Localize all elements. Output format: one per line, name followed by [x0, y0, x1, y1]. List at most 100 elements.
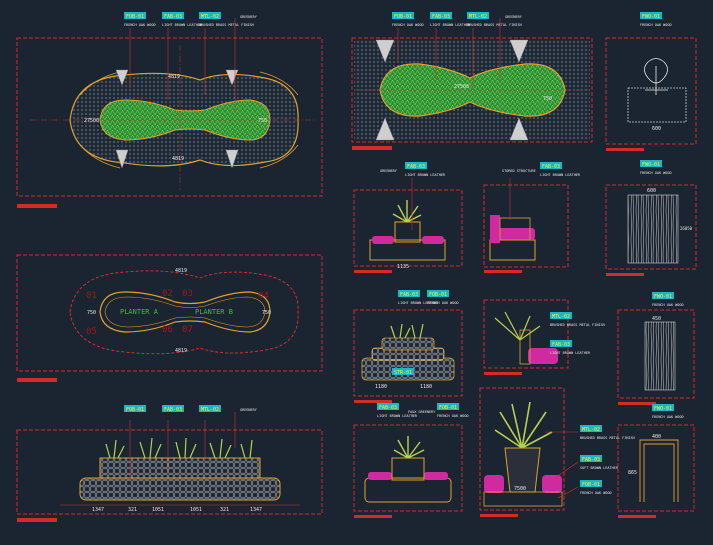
material-tag-label: FAB-03	[542, 164, 560, 170]
leather-cushion	[422, 236, 444, 244]
material-tag-label: FWO-01	[654, 294, 672, 300]
material-tag-label: FAB-03	[164, 14, 182, 20]
material-note: LIGHT BROWN LEATHER	[377, 414, 418, 418]
view-frame	[16, 429, 323, 515]
view-frame	[605, 184, 697, 270]
material-note: FAUX GREENERY	[408, 410, 436, 414]
dim-label: 600	[647, 188, 656, 194]
material-tag-label: MTL-02	[582, 427, 600, 433]
planter-box	[519, 329, 531, 365]
dim-label: 750	[262, 310, 271, 316]
drape-left-top	[115, 69, 129, 169]
view-top-plan: 4819 27500 750 4819 FOB-01 FRENCH OAK WO…	[16, 12, 323, 208]
material-note: GREENERY	[240, 408, 258, 412]
view-frame	[479, 387, 565, 511]
plant-symbol	[644, 58, 668, 95]
dim-label: 1135	[397, 264, 409, 270]
view-frame-elevation: FWO-01 FRENCH OAK WOOD 400 865	[617, 404, 695, 518]
leather-cushion	[528, 348, 558, 364]
dim-label: 750	[87, 310, 96, 316]
view-side-planter: MTL-02 BRUSHED BRASS METAL FINISH FAB-03…	[483, 299, 605, 375]
dim-label: 27500	[454, 84, 469, 90]
material-note: LIGHT BROWN LEATHER	[430, 23, 471, 27]
material-tag-label: MTL-02	[201, 14, 219, 20]
material-note: FRENCH OAK WOOD	[580, 491, 612, 495]
material-note: GREENERY	[380, 169, 398, 173]
dim-label: 750	[543, 96, 552, 102]
dim-label: 26050	[680, 226, 693, 231]
material-tag-group: FOB-01 FRENCH OAK WOOD FAB-03 LIGHT BROW…	[392, 12, 523, 88]
leather-cushion	[424, 472, 448, 480]
material-note: BRUSHED BRASS METAL FINISH	[580, 436, 635, 440]
material-tag-label: FWO-01	[642, 14, 660, 20]
material-tag-label: STR-01	[394, 370, 412, 376]
dim-label: 400	[652, 434, 661, 440]
planter-a-label: PLANTER A	[120, 308, 159, 316]
dim-label: 1347	[250, 507, 262, 513]
seat-base	[483, 491, 563, 507]
view-frame	[617, 309, 695, 399]
view-section-b: FAB-03 LIGHT BROWN LEATHER STORED STRUCT…	[483, 162, 581, 273]
material-tag-label: FOB-01	[439, 405, 457, 411]
leather-cushion	[542, 475, 562, 493]
dim-label: 750	[258, 118, 267, 124]
view-frame	[605, 37, 697, 145]
dim-label: 1180	[375, 384, 387, 390]
material-tag	[392, 368, 414, 375]
zone-number: 01	[86, 291, 97, 301]
material-tag-label: FWO-01	[654, 406, 672, 412]
material-note: BRUSHED BRASS METAL FINISH	[199, 23, 254, 27]
view-top-plan-textured: 27500 750 FOB-01 FRENCH OAK WOOD FAB-03 …	[351, 12, 593, 150]
material-note: FRENCH OAK WOOD	[640, 23, 672, 27]
view-frame	[353, 424, 463, 512]
view-section-a: 1135 GREENERY FAB-03 LIGHT BROWN LEATHER	[353, 162, 463, 273]
view-frame	[483, 184, 569, 268]
material-note: FRENCH OAK WOOD	[392, 23, 424, 27]
material-note: FRENCH OAK WOOD	[427, 301, 459, 305]
view-frame	[16, 37, 323, 197]
leather-back	[490, 215, 500, 243]
seat-base	[369, 239, 446, 261]
frame-outline	[639, 439, 679, 502]
view-frame	[351, 37, 593, 143]
dim-label: 1051	[152, 507, 164, 513]
dim-label: 450	[652, 316, 661, 322]
material-note: FRENCH OAK WOOD	[124, 23, 156, 27]
plant	[392, 200, 422, 223]
material-tag-label: FWO-01	[642, 162, 660, 168]
view-frame	[353, 189, 463, 267]
view-detail-corner: FWO-01 FRENCH OAK WOOD 600	[605, 12, 697, 151]
material-tag-label: FAB-03	[400, 292, 418, 298]
view-seat-planter-elevation: FAB-03 LIGHT BROWN LEATHER FAUX GREENERY…	[353, 403, 469, 518]
plant-row	[105, 437, 253, 459]
view-frame	[16, 254, 323, 372]
dim-label: 321	[128, 507, 137, 513]
zone-number: 07	[182, 325, 193, 335]
material-note: LIGHT BROWN LEATHER	[162, 23, 203, 27]
material-tag-label: FAB-03	[582, 457, 600, 463]
plant	[494, 401, 553, 449]
seat-base	[364, 477, 452, 503]
dim-label: 27500	[84, 118, 99, 124]
dim-label: 1347	[92, 507, 104, 513]
material-tag-label: MTL-02	[201, 407, 219, 413]
planter-box	[394, 221, 421, 243]
material-note: FRENCH OAK WOOD	[652, 303, 684, 307]
view-frame	[483, 299, 569, 369]
zone-number: 04	[258, 291, 269, 301]
planter-box	[99, 457, 261, 479]
view-wood-panel: FWO-01 FRENCH OAK WOOD 600 26050	[605, 160, 697, 276]
material-tag-label: FAB-03	[432, 14, 450, 20]
material-note: GREENERY	[240, 15, 258, 19]
plant	[494, 311, 541, 341]
drape-right	[509, 39, 529, 141]
material-note: SOFT BROWN LEATHER	[580, 466, 619, 470]
material-note: LIGHT BROWN LEATHER	[405, 173, 446, 177]
material-tag-label: MTL-02	[552, 314, 570, 320]
view-step-seating: FAB-03 LIGHT BROWN LEATHER FOB-01 FRENCH…	[353, 290, 463, 403]
structure-frame	[499, 217, 531, 241]
material-tag-group: FOB-01 FRENCH OAK WOOD FAB-03 LIGHT BROW…	[124, 12, 258, 112]
material-tag-label: FAB-03	[552, 342, 570, 348]
material-tag-label: FOB-01	[429, 292, 447, 298]
